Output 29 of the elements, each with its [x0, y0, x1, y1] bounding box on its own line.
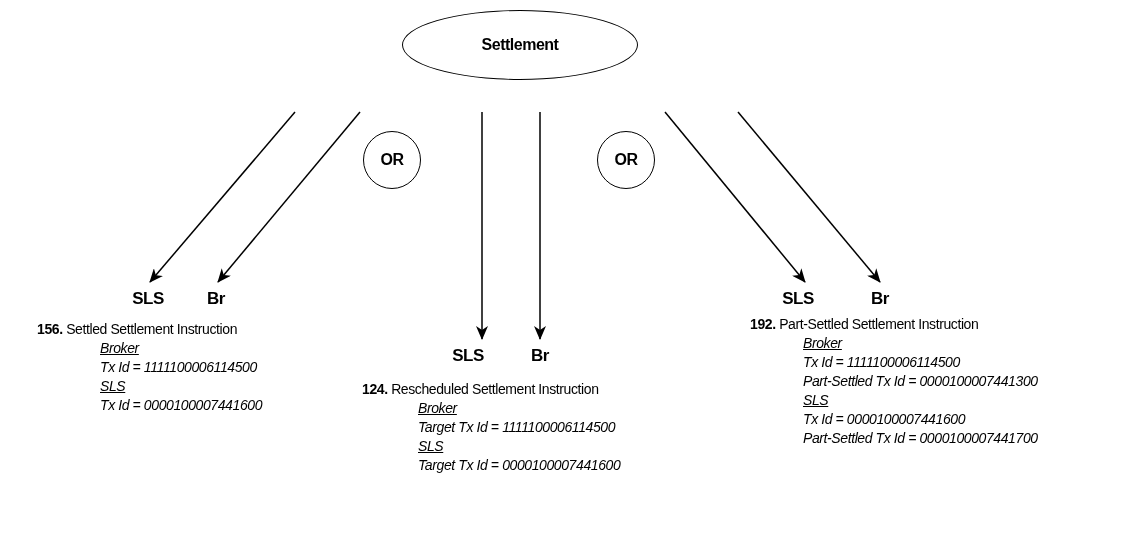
party-label: SLS	[128, 288, 168, 310]
transaction-id-text: Part-Settled Tx Id = 0000100007441300	[803, 373, 1038, 389]
party-heading: Broker	[418, 400, 457, 416]
instruction-title: 156. Settled Settlement Instruction	[37, 321, 238, 337]
instruction-title: 192. Part-Settled Settlement Instruction	[750, 316, 979, 332]
party-label: Br	[522, 345, 558, 367]
transaction-id-text: Tx Id = 0000100007441600	[803, 411, 966, 427]
transaction-id-text: Target Tx Id = 1111100006114500	[418, 419, 616, 435]
arrow	[664, 111, 806, 283]
arrow	[476, 111, 488, 340]
transaction-id-text: Target Tx Id = 0000100007441600	[418, 457, 621, 473]
transaction-id-text: Part-Settled Tx Id = 0000100007441700	[803, 430, 1038, 446]
transaction-id-text: Tx Id = 1111100006114500	[100, 359, 257, 375]
party-heading: SLS	[100, 378, 126, 394]
party-heading: SLS	[803, 392, 829, 408]
party-label: Br	[862, 288, 898, 310]
party-label: SLS	[448, 345, 488, 367]
party-label: SLS	[778, 288, 818, 310]
party-heading: SLS	[418, 438, 444, 454]
arrow	[217, 111, 361, 283]
instruction-title: 124. Rescheduled Settlement Instruction	[362, 381, 599, 397]
transaction-id-text: Tx Id = 1111100006114500	[803, 354, 960, 370]
arrow	[534, 111, 546, 340]
arrow	[737, 111, 881, 283]
party-label: Br	[198, 288, 234, 310]
arrow	[149, 111, 296, 283]
transaction-id-text: Tx Id = 0000100007441600	[100, 397, 263, 413]
party-heading: Broker	[803, 335, 842, 351]
party-heading: Broker	[100, 340, 139, 356]
